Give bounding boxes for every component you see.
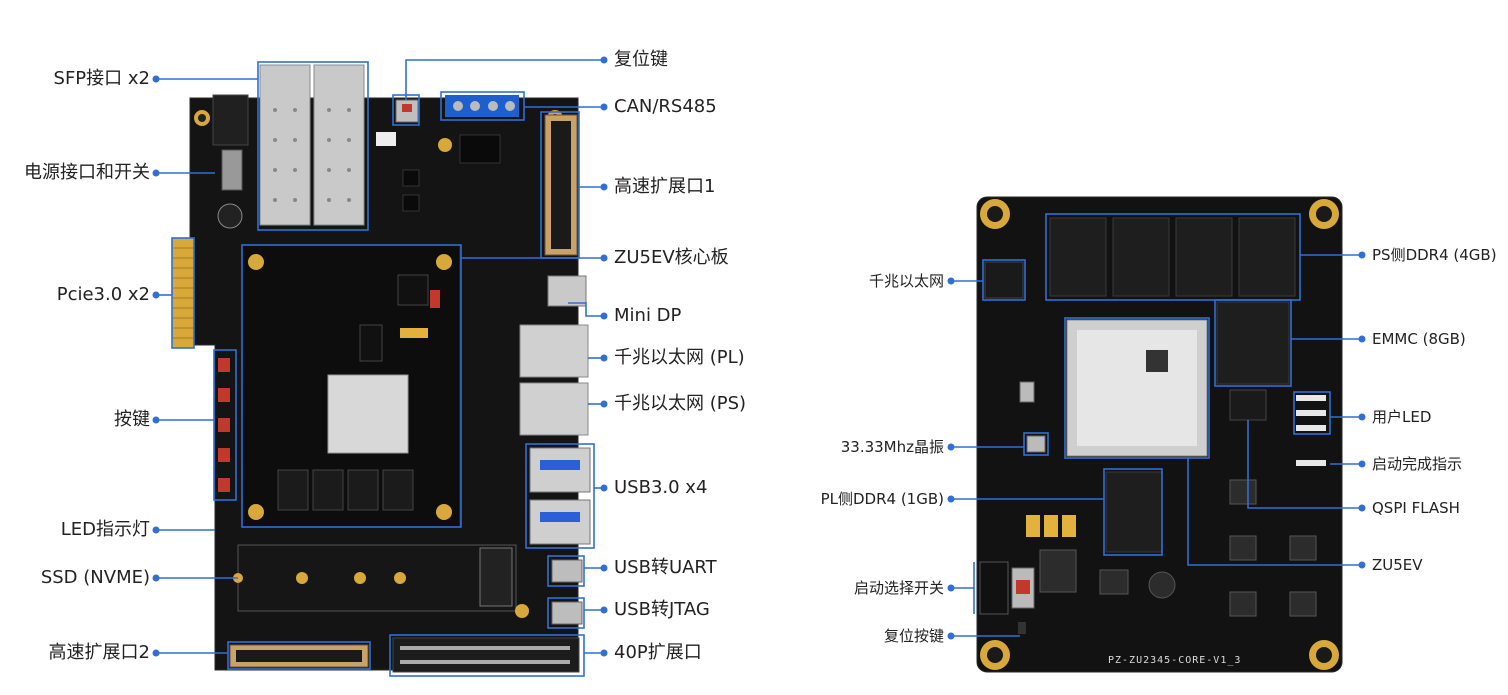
label-usb-jtag: USB转JTAG	[614, 599, 710, 620]
label-led: LED指示灯	[60, 519, 150, 540]
label-pcie: Pcie3.0 x2	[56, 284, 150, 305]
label-sfp: SFP接口 x2	[53, 68, 150, 89]
label-reset-key: 复位按键	[883, 627, 944, 645]
label-usb-uart: USB转UART	[614, 557, 717, 578]
label-usb3: USB3.0 x4	[614, 477, 708, 498]
core-board-mounted	[241, 244, 461, 528]
label-xtal: 33.33Mhz晶振	[840, 438, 944, 456]
label-ssd: SSD (NVME)	[40, 567, 150, 588]
label-eth-ps: 千兆以太网 (PS)	[614, 393, 747, 414]
label-done-led: 启动完成指示	[1372, 455, 1463, 473]
label-zu5ev: ZU5EV	[1372, 556, 1423, 574]
pcie-connector	[172, 238, 194, 348]
can-terminal	[445, 95, 519, 117]
carrier-leader-lines	[156, 59, 604, 677]
core-leader-dots	[947, 251, 1366, 640]
label-40p: 40P扩展口	[614, 642, 702, 663]
label-power: 电源接口和开关	[24, 162, 150, 183]
label-emmc: EMMC (8GB)	[1372, 330, 1466, 348]
label-core: ZU5EV核心板	[614, 247, 729, 268]
core-board	[976, 196, 1343, 673]
label-can: CAN/RS485	[614, 96, 717, 117]
label-user-led: 用户LED	[1372, 408, 1432, 426]
carrier-board	[172, 64, 591, 673]
label-pl-ddr: PL侧DDR4 (1GB)	[820, 490, 944, 508]
label-ps-ddr: PS侧DDR4 (4GB)	[1372, 246, 1497, 264]
ps-ddr4-chips	[1049, 217, 1296, 297]
label-keys: 按键	[114, 409, 150, 430]
label-boot-sel: 启动选择开关	[853, 579, 944, 597]
label-minidp: Mini DP	[614, 305, 682, 326]
core-leader-lines	[951, 213, 1362, 637]
label-core-eth: 千兆以太网	[868, 272, 944, 290]
carrier-leader-dots	[152, 56, 608, 657]
core-mount-holes	[980, 199, 1339, 670]
core-board-silkscreen: PZ-ZU2345-CORE-V1_3	[1108, 655, 1242, 666]
zynq-chip	[1066, 319, 1208, 457]
label-hs-exp1: 高速扩展口1	[614, 176, 716, 197]
label-hs-exp2: 高速扩展口2	[48, 642, 150, 663]
label-reset: 复位键	[614, 49, 668, 70]
label-qspi: QSPI FLASH	[1372, 499, 1460, 517]
label-eth-pl: 千兆以太网 (PL)	[614, 347, 745, 368]
sfp-cages	[259, 64, 365, 226]
